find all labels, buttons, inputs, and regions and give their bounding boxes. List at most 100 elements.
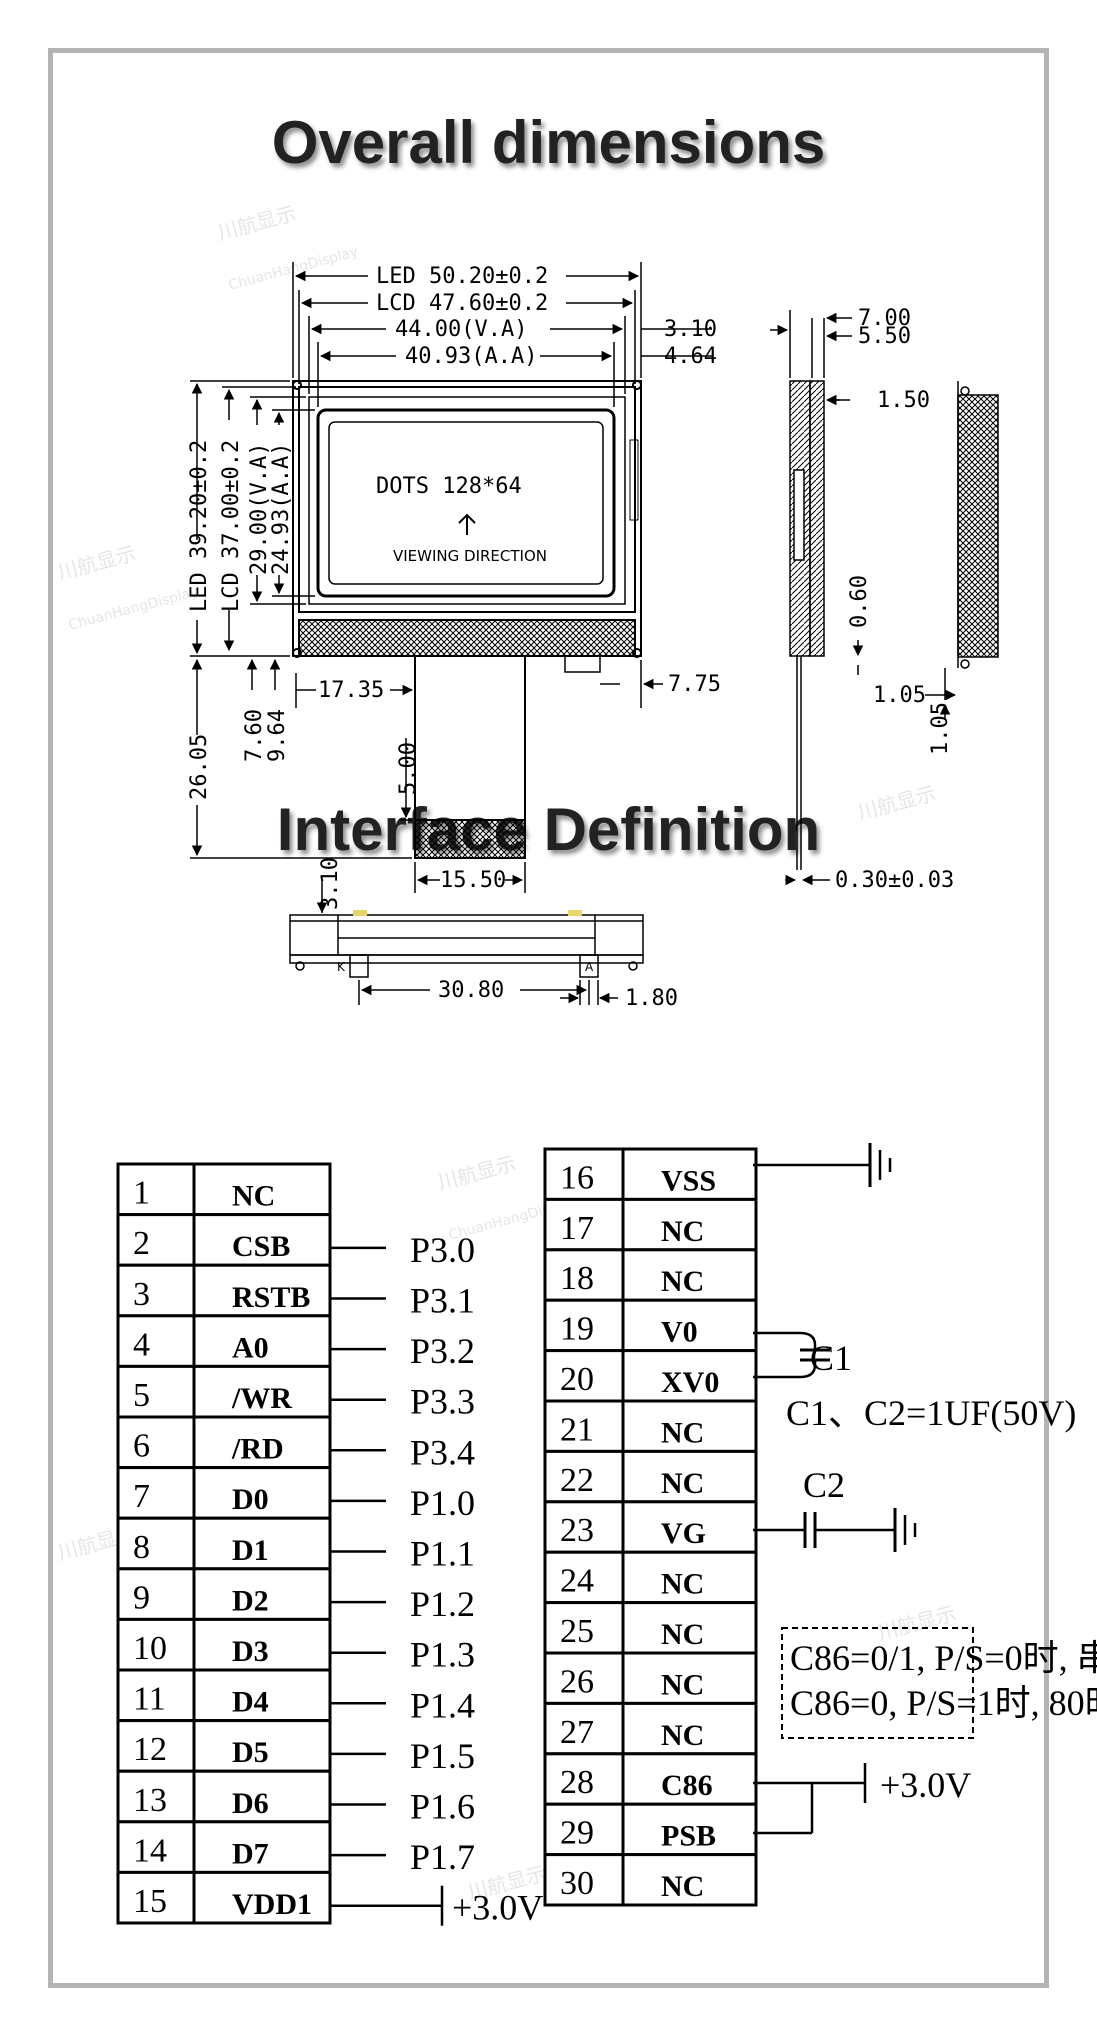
pin-signal-cell	[621, 1550, 758, 1605]
dim-7-00: 7.00	[858, 306, 911, 331]
pin-number: 2	[133, 1225, 150, 1262]
pin-number: 17	[560, 1210, 594, 1247]
port-label: P1.5	[410, 1736, 475, 1776]
dim-va-width: 44.00(V.A)	[395, 317, 527, 342]
viewing-direction-label: VIEWING DIRECTION	[393, 547, 547, 565]
pin-signal-cell	[192, 1415, 332, 1470]
pin-signal-cell	[621, 1752, 758, 1806]
pin-number: 11	[133, 1681, 166, 1718]
pin-signal: D1	[232, 1534, 269, 1567]
pin-number: 27	[560, 1714, 594, 1751]
pin-signal: D7	[232, 1837, 269, 1870]
port-label: P3.3	[410, 1382, 475, 1422]
dim-4-64: 4.64	[664, 344, 717, 369]
overall-dimensions-title: Overall dimensions	[271, 109, 826, 176]
pin-signal-cell	[192, 1314, 332, 1368]
dots-label: DOTS 128*64	[376, 474, 522, 499]
watermark-cn: 川航显示	[55, 541, 138, 585]
pin-number-cell	[116, 1162, 196, 1217]
pin-number: 18	[560, 1260, 594, 1297]
dim-17-35: 17.35	[318, 678, 384, 703]
right-row: 25 NC	[543, 1601, 758, 1655]
pin-number: 30	[560, 1865, 594, 1902]
right-row: 30 NC	[543, 1853, 758, 1907]
pin-signal-cell	[621, 1147, 758, 1201]
note-line-1: C86=0/1, P/S=0时, 串口	[790, 1638, 1097, 1678]
pin-signal: D5	[232, 1736, 269, 1769]
dim-va-height: 29.00(V.A)	[247, 443, 272, 575]
pin-number: 16	[560, 1159, 594, 1196]
left-row: 8 D1 P1.1	[116, 1516, 475, 1574]
pin-signal-cell	[621, 1802, 758, 1857]
pin-signal: NC	[661, 1870, 704, 1903]
left-row: 12 D5 P1.5	[116, 1719, 475, 1776]
pin-signal: V0	[661, 1316, 698, 1349]
va-outline	[308, 396, 626, 605]
pin-number-cell	[116, 1769, 196, 1824]
pin-number-cell	[116, 1263, 196, 1318]
pin-signal: VDD1	[232, 1888, 312, 1921]
pin-number-cell	[116, 1415, 196, 1470]
pin-number: 14	[133, 1832, 167, 1869]
pin-signal-cell	[621, 1601, 758, 1655]
pin-number: 7	[133, 1478, 150, 1515]
pin-number-cell	[543, 1147, 625, 1201]
pin-number-cell	[116, 1314, 196, 1368]
port-label: P1.4	[410, 1685, 475, 1725]
pin-signal-cell	[192, 1719, 332, 1773]
pin-signal: RSTB	[232, 1281, 310, 1314]
pin-signal: XV0	[661, 1366, 719, 1399]
bottom-view	[289, 880, 644, 1005]
pin-signal: D2	[232, 1584, 269, 1617]
pin-number: 8	[133, 1529, 150, 1566]
dim-7-60: 7.60	[242, 709, 267, 762]
pin-signal: NC	[661, 1618, 704, 1651]
pin-number: 20	[560, 1361, 594, 1398]
lcd-outline	[298, 386, 636, 613]
pin-signal: C86	[661, 1769, 713, 1802]
pin-signal: D0	[232, 1483, 269, 1516]
pin-signal-cell	[621, 1701, 758, 1756]
pin-number-cell	[116, 1516, 196, 1571]
pin-signal: VSS	[661, 1164, 716, 1197]
side-view	[770, 310, 999, 886]
pin-number-cell	[543, 1298, 625, 1353]
port-label: P1.1	[410, 1534, 475, 1574]
dim-aa-height: 24.93(A.A)	[269, 443, 294, 575]
pin-signal: D3	[232, 1635, 269, 1668]
pin-signal: D6	[232, 1787, 269, 1820]
dim-9-64: 9.64	[265, 709, 290, 762]
pin-signal: D4	[232, 1686, 269, 1719]
pin-number: 13	[133, 1782, 167, 1819]
dim-15-50: 15.50	[440, 868, 506, 893]
pin-signal: PSB	[661, 1820, 716, 1853]
dim-30-80: 30.80	[438, 978, 504, 1003]
dim-lcd-width: LCD 47.60±0.2	[376, 291, 548, 316]
pin-number: 25	[560, 1613, 594, 1650]
c1-label: C1	[810, 1338, 852, 1378]
pin-number: 12	[133, 1731, 167, 1768]
pin-signal-cell	[192, 1617, 332, 1672]
dim-3-10: 3.10	[664, 317, 717, 342]
port-label: P3.4	[410, 1432, 475, 1472]
interface-definition-title: Interface Definition	[276, 796, 821, 863]
pin-number-cell	[116, 1820, 196, 1874]
left-row: 11 D4 P1.4	[116, 1668, 475, 1725]
watermark-cn: 川航显示	[855, 781, 938, 825]
